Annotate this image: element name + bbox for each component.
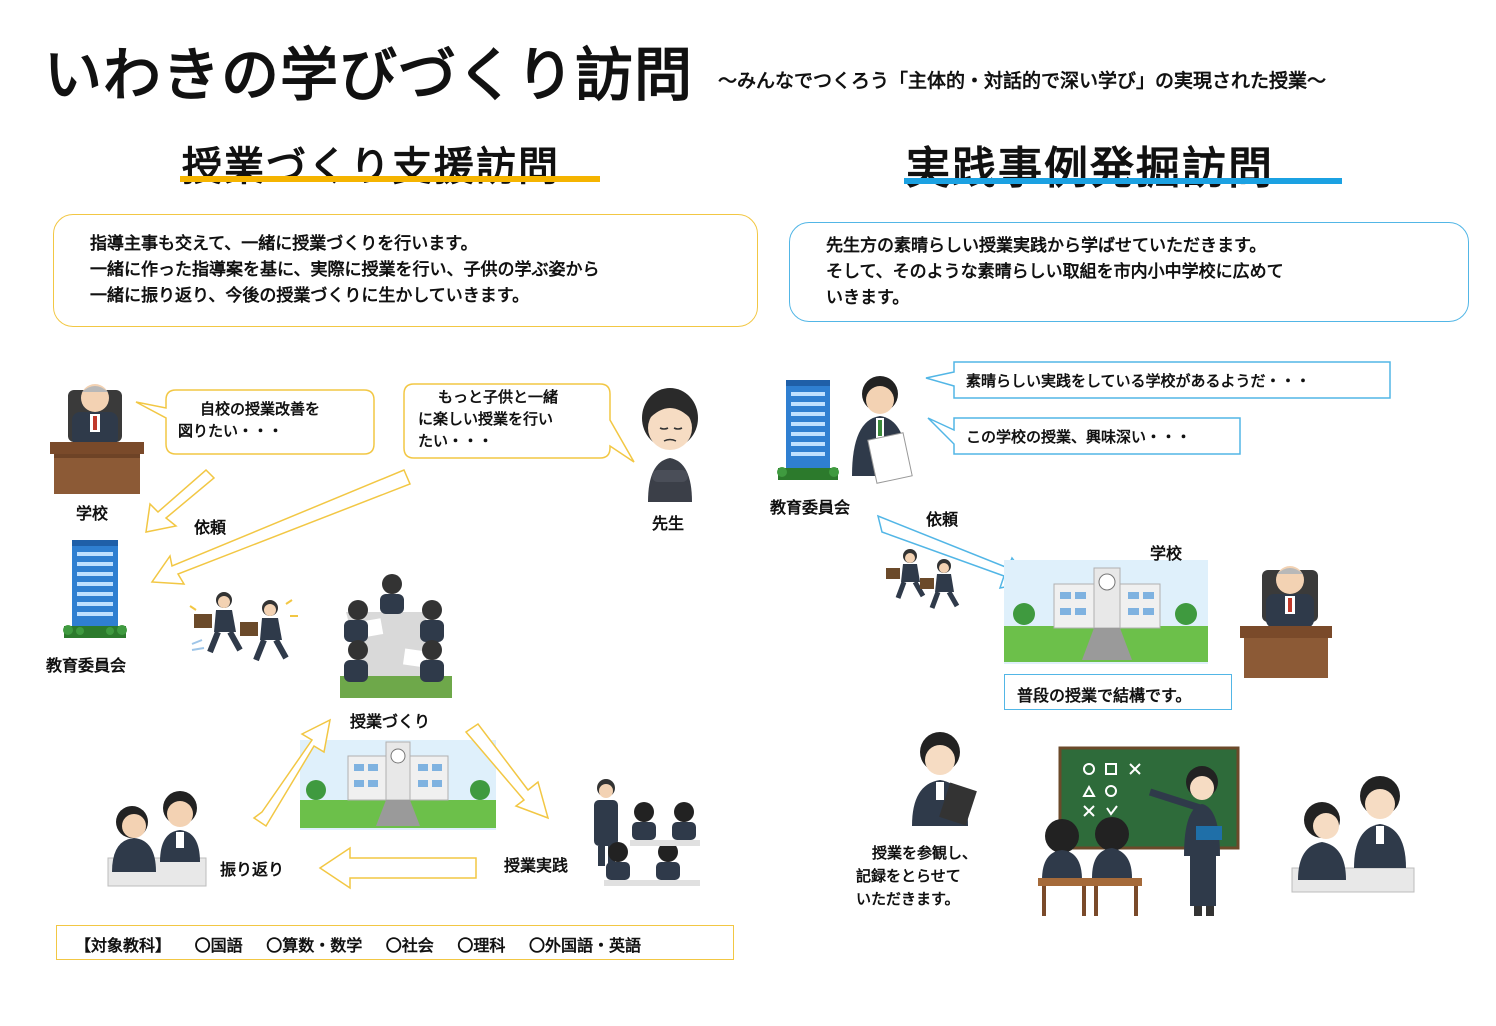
reflection-label: 振り返り [220,860,285,879]
request-arrow-teacher [150,469,411,585]
right-request-label: 依頼 [926,510,959,529]
school-building-icon [1004,560,1208,664]
left-desc-line: 指導主事も交えて、一緒に授業づくりを行います。 [90,234,478,254]
office-building-icon [777,380,839,480]
school-bubble: 自校の授業改善を 図りたい・・・ [178,400,321,440]
subjects-title: 【対象教科】 [75,936,172,955]
right-bubble2: この学校の授業、興味深い・・・ [966,428,1192,446]
subject-item: 〇外国語・英語 [528,936,641,955]
left-desc-line: 一緒に振り返り、今後の授業づくりに生かしていきます。 [90,286,530,306]
left-description-box: 指導主事も交えて、一緒に授業づくりを行います。 一緒に作った指導案を基に、実際に… [53,214,758,327]
cycle-arrow-up [252,718,332,828]
right-school-label: 学校 [1150,544,1183,563]
discussion-icon [107,791,207,887]
practice-label: 授業実践 [504,856,569,875]
principal-icon [1240,566,1332,678]
right-desc-line: いきます。 [826,288,910,308]
right-section-title: 実践事例発掘訪問 [906,143,1274,194]
right-board-label: 教育委員会 [770,498,851,517]
left-section-title: 授業づくり支援訪問 [182,144,560,190]
school-label: 学校 [76,504,109,523]
left-title-underline [180,176,600,182]
principal-icon [50,384,144,494]
right-desc-line: そして、そのような素晴らしい取組を市内小中学校に広めて [826,262,1284,282]
school-building-icon [300,740,496,830]
page-subtitle: ～みんなでつくろう「主体的・対話的で深い学び」の実現された授業～ [718,70,1327,92]
board-label: 教育委員会 [46,656,127,675]
subjects-box: 【対象教科】 〇国語 〇算数・数学 〇社会 〇理科 〇外国語・英語 [56,925,734,960]
right-desc-line: 先生方の素晴らしい授業実践から学ばせていただきます。 [826,236,1267,256]
request-arrow-school [145,468,216,533]
request-label: 依頼 [194,518,227,537]
observe-note: 授業を参観し、 記録をとらせて いただきます。 [856,844,978,908]
principal-reply: 普段の授業で結構です。 [1004,674,1232,710]
classroom-icon [594,779,700,886]
right-title-underline [904,178,1342,184]
subject-item: 〇理科 [457,936,506,955]
right-bubble1: 素晴らしい実践をしている学校があるようだ・・・ [966,372,1311,390]
right-bubble2-shape [927,417,1241,455]
discussion-icon [1291,776,1415,893]
subject-item: 〇算数・数学 [266,936,363,955]
classroom-icon [1038,766,1222,916]
office-building-icon [63,540,127,638]
subject-item: 〇社会 [385,936,434,955]
running-staff-icon [886,549,960,609]
right-bubble1-shape [925,361,1391,399]
planning-label: 授業づくり [350,712,431,731]
subject-item: 〇国語 [194,936,243,955]
left-desc-line: 一緒に作った指導案を基に、実際に授業を行い、子供の学ぶ姿から [90,260,600,280]
running-staff-icon [189,592,298,662]
school-bubble-shape [135,389,375,455]
teacher-bubble: もっと子供と一緒 に楽しい授業を行い たい・・・ [418,388,559,450]
teacher-bubble-shape [403,383,635,463]
observer-icon [912,732,977,826]
page-title: いわきの学びづくり訪問 [44,41,694,109]
teacher-icon [642,388,698,502]
teacher-label: 先生 [652,514,685,533]
cycle-arrow-down [464,722,550,820]
cycle-arrow-left [318,846,477,890]
meeting-icon [340,574,452,698]
official-icon [852,376,913,484]
right-description-box: 先生方の素晴らしい授業実践から学ばせていただきます。 そして、そのような素晴らし… [789,222,1469,322]
